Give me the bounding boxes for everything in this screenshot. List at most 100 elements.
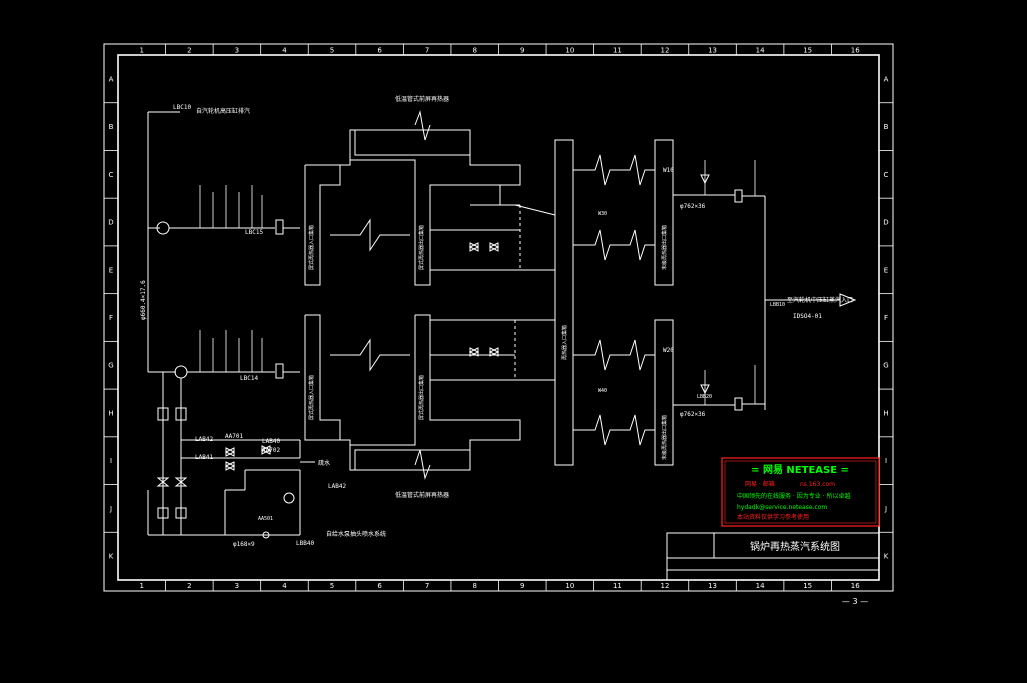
center-header <box>554 139 674 466</box>
label-lbc14: LBC14 <box>240 375 258 382</box>
label-aa501: AA501 <box>258 516 273 522</box>
ruler-row-left-I: I <box>110 457 112 465</box>
label-lab41: LAB41 <box>195 454 213 461</box>
label-bottom-heater: 低温管式前屏再热器 <box>395 491 449 499</box>
label-mid-header: 再热器入口集箱 <box>561 325 568 360</box>
ruler-row-left-G: G <box>108 362 113 370</box>
label-aa701: AA701 <box>225 433 243 440</box>
ruler-row-left-H: H <box>108 409 113 417</box>
stamp-line4: hydadk@service.netease.com <box>737 504 827 511</box>
right-outlet <box>673 160 857 411</box>
title-block: 锅炉再热蒸汽系统图 <box>666 532 880 581</box>
ruler-col-bottom-5: 5 <box>330 582 334 590</box>
label-pipe-hot: φ762×36 <box>680 203 706 210</box>
ruler-col-bottom-9: 9 <box>520 582 524 590</box>
label-w20: W20 <box>663 347 674 354</box>
label-aa702: AA702 <box>262 447 280 454</box>
ruler-col-top-13: 13 <box>708 47 717 55</box>
ruler-col-top-1: 1 <box>140 47 144 55</box>
label-pipe-small: φ168×9 <box>233 541 255 548</box>
ruler-row-right-H: H <box>883 409 888 417</box>
label-outlet-header-a: 屏式再热器出口集箱 <box>418 225 425 270</box>
label-lab40: LAB40 <box>262 438 280 445</box>
ruler-col-top-2: 2 <box>187 47 191 55</box>
ruler-row-right-K: K <box>884 553 889 561</box>
ruler-row-right-J: J <box>884 505 887 513</box>
label-lbc15: LBC15 <box>245 229 263 236</box>
ruler-col-bottom-8: 8 <box>472 582 476 590</box>
ruler-row-left-J: J <box>109 505 112 513</box>
ruler-col-top-16: 16 <box>851 47 860 55</box>
label-lbb40: LBB40 <box>296 540 314 547</box>
stamp-line2-right: ns.163.com <box>800 481 835 488</box>
label-drain: 疏水 <box>318 459 330 467</box>
stamp-line5: 本站资料仅供学习参考使用 <box>737 513 809 521</box>
ruler-col-top-4: 4 <box>282 47 287 55</box>
ruler-col-bottom-4: 4 <box>282 582 287 590</box>
ruler-col-top-14: 14 <box>756 47 765 55</box>
ruler-row-right-G: G <box>883 362 888 370</box>
ruler-row-left-D: D <box>108 219 113 227</box>
label-w10: W10 <box>663 167 674 174</box>
ruler-col-bottom-11: 11 <box>613 582 622 590</box>
ruler-row-left-B: B <box>109 123 114 131</box>
label-lab42: LAB42 <box>195 436 213 443</box>
left-piping <box>147 111 315 539</box>
label-lbb10: LBB10 <box>770 302 785 308</box>
label-inlet-header-a: 屏式再热器入口集箱 <box>308 225 315 270</box>
ruler-row-right-D: D <box>883 219 888 227</box>
watermark-stamp: = 网易 NETEASE = 网易 · 邮箱 ns.163.com 中国领先的在… <box>721 457 880 527</box>
ruler-col-top-15: 15 <box>803 47 812 55</box>
label-final-out-b: 末级再热器出口集箱 <box>661 415 668 460</box>
ruler-row-left-C: C <box>109 171 114 179</box>
label-inlet-header-b: 屏式再热器入口集箱 <box>308 375 315 420</box>
ruler-col-bottom-13: 13 <box>708 582 717 590</box>
ruler-col-top-5: 5 <box>330 47 334 55</box>
ruler-col-bottom-7: 7 <box>425 582 429 590</box>
label-w30: W30 <box>598 211 607 217</box>
ruler-col-bottom-14: 14 <box>756 582 765 590</box>
label-final-out-a: 末级再热器出口集箱 <box>661 225 668 270</box>
label-pipe-hot2: φ762×36 <box>680 411 706 418</box>
label-w40: W40 <box>598 388 607 394</box>
drawing-title: 锅炉再热蒸汽系统图 <box>750 540 840 553</box>
ruler-row-right-I: I <box>885 457 887 465</box>
label-to-turbine: 至汽轮机中压缸蒸汽入口 <box>787 296 853 304</box>
label-lbc10: LBC10 <box>173 104 191 111</box>
label-pipe-main: φ660.4×17.6 <box>140 280 147 320</box>
ruler-row-right-A: A <box>884 75 889 83</box>
ruler-col-bottom-2: 2 <box>187 582 191 590</box>
ruler-row-left-E: E <box>109 266 113 274</box>
ruler-col-bottom-12: 12 <box>661 582 670 590</box>
ruler-col-top-9: 9 <box>520 47 524 55</box>
column-ruler: 1122334455667788991010111112121313141415… <box>140 44 860 591</box>
upper-heater <box>304 110 556 286</box>
ruler-col-bottom-1: 1 <box>140 582 144 590</box>
ruler-row-right-B: B <box>884 123 889 131</box>
label-top-heater: 低温管式前屏再热器 <box>395 95 449 103</box>
ruler-row-left-K: K <box>109 553 114 561</box>
ruler-col-top-3: 3 <box>235 47 239 55</box>
label-lab42b: LAB42 <box>328 483 346 490</box>
vertical-labels: φ660.4×17.6 屏式再热器入口集箱 屏式再热器入口集箱 屏式再热器出口集… <box>140 225 668 460</box>
ruler-col-top-10: 10 <box>565 47 574 55</box>
lower-heater <box>304 314 555 480</box>
ruler-col-top-7: 7 <box>425 47 429 55</box>
ruler-col-bottom-10: 10 <box>565 582 574 590</box>
ruler-row-right-C: C <box>884 171 889 179</box>
ruler-col-top-6: 6 <box>377 47 382 55</box>
label-lbb20: LBB20 <box>697 394 712 400</box>
stamp-line3: 中国领先的在线服务 · 因为专业 · 所以卓越 <box>737 492 850 500</box>
label-water-supply: 自给水泵抽头喷水系统 <box>326 530 386 538</box>
ruler-col-top-11: 11 <box>613 47 622 55</box>
label-hot-tag: IDSO4-01 <box>793 313 822 320</box>
stamp-line2-left: 网易 · 邮箱 <box>745 480 775 488</box>
label-from-turbine: 自汽轮机高压缸排汽 <box>196 107 250 115</box>
stamp-headline: = 网易 NETEASE = <box>751 464 849 476</box>
ruler-col-bottom-16: 16 <box>851 582 860 590</box>
ruler-col-bottom-15: 15 <box>803 582 812 590</box>
ruler-col-top-12: 12 <box>661 47 670 55</box>
label-outlet-header-b: 屏式再热器出口集箱 <box>418 375 425 420</box>
